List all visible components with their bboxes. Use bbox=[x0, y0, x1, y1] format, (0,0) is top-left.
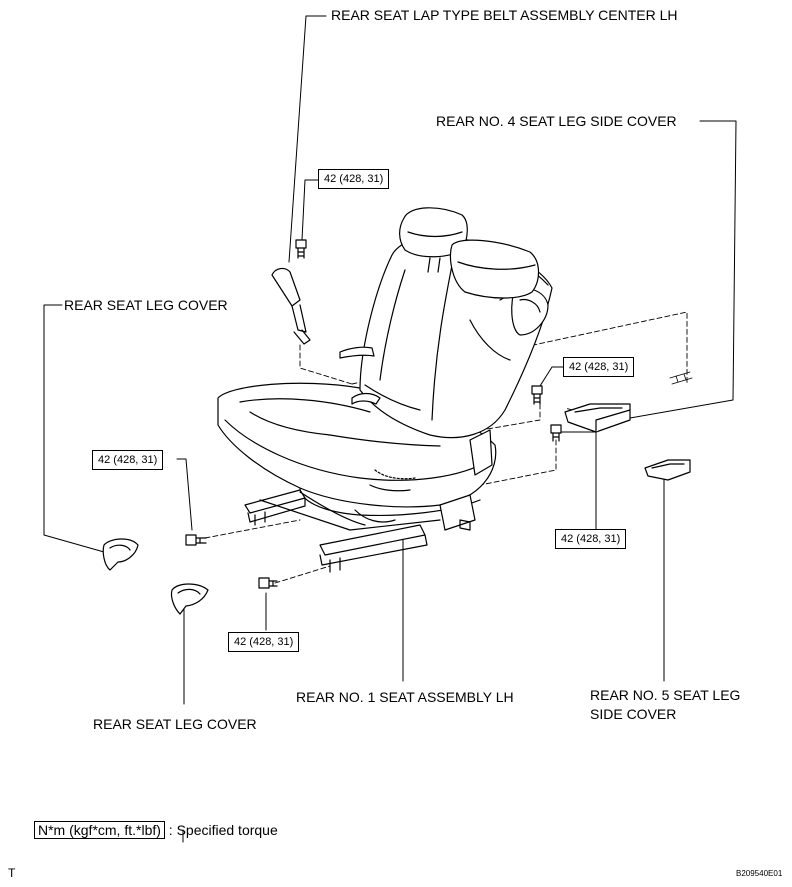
leg-cover-upper bbox=[102, 538, 139, 571]
torque-spec-rear-bolt-upper: 42 (428, 31) bbox=[563, 357, 635, 377]
leader-lines bbox=[43, 15, 737, 843]
torque-spec-belt-bolt: 42 (428, 31) bbox=[318, 169, 390, 189]
bolt-icon bbox=[295, 239, 307, 259]
label-leg-cover-upper: REAR SEAT LEG COVER bbox=[64, 297, 228, 313]
label-seat-assembly: REAR NO. 1 SEAT ASSEMBLY LH bbox=[296, 689, 514, 705]
bolt-icon bbox=[550, 424, 562, 442]
figure-code: B209540E01 bbox=[736, 869, 783, 878]
seat-frame bbox=[244, 429, 493, 573]
torque-legend: N*m (kgf*cm, ft.*lbf) : Specified torque bbox=[34, 821, 278, 839]
torque-unit: N*m (kgf*cm, ft.*lbf) bbox=[34, 821, 165, 839]
bolt-icon bbox=[185, 534, 207, 546]
label-belt-center: REAR SEAT LAP TYPE BELT ASSEMBLY CENTER … bbox=[331, 7, 678, 23]
corner-mark: T bbox=[8, 866, 16, 880]
bolt-icon bbox=[258, 577, 278, 589]
floor-anchor-icon bbox=[669, 371, 693, 385]
headrests bbox=[399, 207, 540, 299]
torque-spec-rear-bolt-lower: 42 (428, 31) bbox=[555, 529, 627, 549]
torque-spec-front-bolt-right: 42 (428, 31) bbox=[228, 632, 300, 652]
torque-legend-text: : Specified torque bbox=[168, 822, 278, 838]
torque-spec-front-bolt-left: 42 (428, 31) bbox=[92, 450, 164, 470]
label-leg-side-cover-5-line1: REAR NO. 5 SEAT LEG bbox=[590, 687, 741, 703]
leg-cover-lower bbox=[170, 583, 209, 615]
label-leg-cover-lower: REAR SEAT LEG COVER bbox=[93, 716, 257, 732]
center-belt bbox=[271, 267, 381, 405]
leg-side-cover-5 bbox=[644, 459, 691, 481]
leg-side-cover-4 bbox=[564, 403, 631, 433]
label-leg-side-cover-5-line2: SIDE COVER bbox=[590, 706, 677, 722]
bolt-icon bbox=[531, 385, 543, 405]
label-leg-side-cover-4: REAR NO. 4 SEAT LEG SIDE COVER bbox=[436, 113, 677, 129]
